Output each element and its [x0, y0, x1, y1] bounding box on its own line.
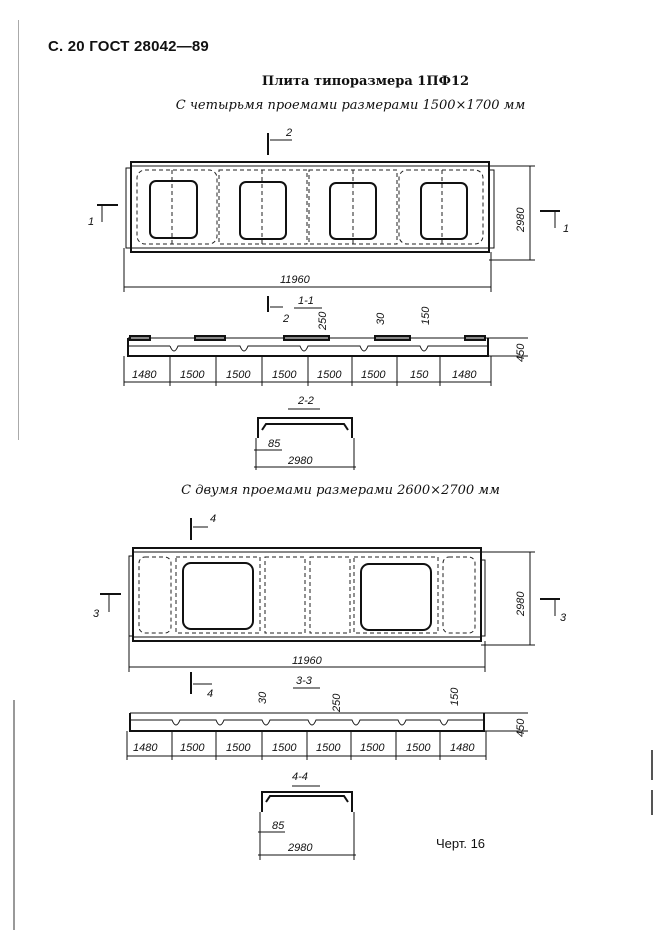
svg-text:1500: 1500 — [272, 742, 297, 754]
plan1-width: 2980 — [515, 207, 527, 233]
svg-text:150: 150 — [449, 687, 461, 706]
svg-text:2-2: 2-2 — [297, 395, 314, 407]
svg-text:3: 3 — [93, 608, 100, 620]
svg-text:1480: 1480 — [132, 369, 157, 381]
scan-edge-artifact — [13, 700, 15, 930]
svg-text:2: 2 — [282, 313, 289, 325]
svg-text:30: 30 — [257, 691, 269, 704]
svg-text:2: 2 — [285, 127, 292, 139]
svg-text:2980: 2980 — [287, 842, 313, 854]
drawing-title: Плита типоразмера 1ПФ12 — [261, 74, 470, 89]
svg-text:1500: 1500 — [406, 742, 431, 754]
svg-text:4: 4 — [207, 688, 213, 700]
svg-text:250: 250 — [317, 311, 329, 331]
svg-text:250: 250 — [331, 693, 343, 713]
svg-text:1500: 1500 — [226, 369, 251, 381]
svg-text:1500: 1500 — [316, 742, 341, 754]
section-1-1-label: 1-1 — [298, 295, 314, 307]
variant1-subtitle: С четырьмя проемами размерами 1500×1700 … — [175, 98, 526, 113]
svg-text:450: 450 — [515, 718, 527, 737]
svg-text:2980: 2980 — [287, 455, 313, 467]
plan2-width: 2980 — [515, 591, 527, 617]
svg-text:85: 85 — [272, 820, 285, 832]
bay-dimensions-2: 1480 1500 1500 1500 1500 1500 1500 1480 — [126, 731, 487, 760]
svg-text:4: 4 — [210, 513, 216, 525]
svg-text:3-3: 3-3 — [296, 675, 313, 687]
section-2-2: 2-2 85 2980 — [254, 395, 356, 470]
svg-text:450: 450 — [515, 343, 527, 362]
svg-text:1: 1 — [88, 216, 94, 228]
svg-text:3: 3 — [560, 612, 567, 624]
svg-text:4-4: 4-4 — [292, 771, 308, 783]
svg-text:1500: 1500 — [272, 369, 297, 381]
svg-text:1500: 1500 — [317, 369, 342, 381]
scan-edge-artifact — [651, 790, 653, 815]
svg-text:1500: 1500 — [226, 742, 251, 754]
scan-edge-artifact — [651, 750, 653, 780]
bay-dimensions-1: 1480 1500 1500 1500 1500 1500 150 1480 — [123, 356, 492, 386]
section-1-1: 1-1 2 250 30 150 450 1480 1500 — [123, 295, 528, 386]
plan-view-1: 2 1 1 11960 2980 — [88, 127, 569, 292]
section-3-3: 3-3 4 30 250 150 450 1480 1500 1500 1500 — [126, 672, 528, 760]
svg-text:85: 85 — [268, 438, 281, 450]
svg-text:1500: 1500 — [180, 369, 205, 381]
svg-text:1500: 1500 — [180, 742, 205, 754]
page-header: С. 20 ГОСТ 28042—89 — [48, 38, 209, 55]
svg-text:1480: 1480 — [450, 742, 475, 754]
section-4-4: 4-4 85 2980 — [258, 771, 356, 860]
figure-caption: Черт. 16 — [436, 836, 486, 851]
svg-text:1480: 1480 — [133, 742, 158, 754]
variant2-subtitle: С двумя проемами размерами 2600×2700 мм — [181, 483, 500, 498]
scan-edge-artifact — [18, 20, 19, 440]
svg-text:150: 150 — [420, 306, 432, 325]
svg-text:1500: 1500 — [360, 742, 385, 754]
plan2-length: 11960 — [292, 655, 323, 667]
svg-text:150: 150 — [410, 369, 429, 381]
svg-text:1480: 1480 — [452, 369, 477, 381]
plan-view-2: 4 3 3 11960 2980 — [93, 513, 567, 672]
svg-text:30: 30 — [375, 312, 387, 325]
svg-text:1: 1 — [563, 223, 569, 235]
plan1-length: 11960 — [280, 274, 311, 286]
svg-text:1500: 1500 — [361, 369, 386, 381]
